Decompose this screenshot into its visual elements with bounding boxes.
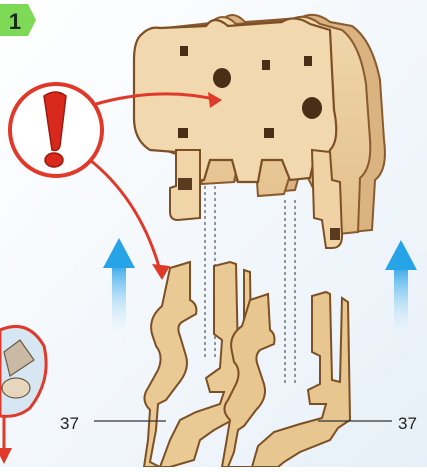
part-number-left: 37 (60, 414, 79, 434)
step-number: 1 (0, 8, 30, 36)
step-badge: 1 (0, 4, 36, 36)
part-number-right: 37 (398, 414, 417, 434)
